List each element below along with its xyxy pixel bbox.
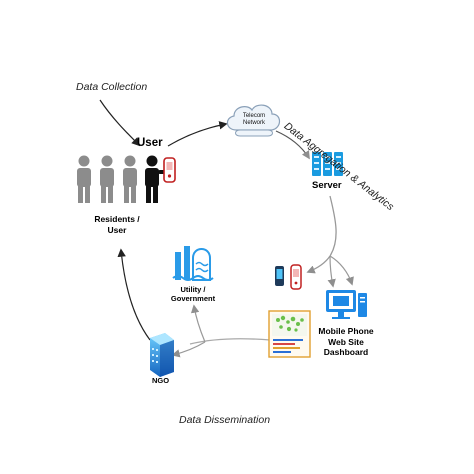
utility-water-icon — [172, 246, 214, 281]
telecom-label: Telecom Network — [234, 113, 274, 126]
utility-label: Utility / Government — [163, 285, 223, 304]
data-dissemination-label: Data Dissemination — [179, 414, 271, 426]
person-icon — [77, 155, 91, 203]
mobile-phones-icon — [275, 264, 302, 290]
ngo-building-icon — [150, 333, 174, 377]
utility-label-line2: Government — [170, 294, 216, 304]
residents-group — [77, 155, 176, 203]
active-user-icon — [145, 155, 166, 203]
telecom-cloud-icon — [226, 104, 281, 137]
ngo-to-residents-arrow — [117, 248, 151, 341]
dissemination-sweep — [189, 338, 271, 345]
utility-label-line1: Utility / — [180, 285, 206, 294]
outputs-label-line3: Dashboard — [323, 347, 369, 358]
telecom-to-server-arrow — [275, 130, 310, 160]
user-phone-icon — [163, 157, 176, 183]
computer-monitor-icon — [326, 290, 367, 319]
collection-arrow — [99, 99, 141, 147]
residents-label-line2: User — [107, 224, 127, 235]
server-to-dashboard-arrow — [329, 255, 354, 286]
residents-label: Residents / User — [92, 214, 142, 235]
residents-label-line1: Residents / — [94, 214, 140, 224]
ngo-label: NGO — [152, 376, 170, 385]
telecom-label-line2: Network — [242, 119, 265, 126]
to-utility-arrow — [190, 304, 206, 343]
data-collection-label: Data Collection — [76, 81, 148, 93]
to-ngo-arrow — [171, 341, 206, 358]
user-label: User — [137, 137, 163, 149]
dashboard-icon — [268, 310, 311, 358]
outputs-label-line2: Web Site — [328, 336, 364, 347]
server-down-arrow — [329, 195, 337, 257]
person-icon — [100, 155, 114, 203]
server-to-web-arrow — [327, 255, 336, 288]
user-to-telecom-arrow — [167, 121, 228, 147]
person-icon — [123, 155, 137, 203]
outputs-label-line1: Mobile Phone — [318, 326, 374, 336]
server-to-phone-arrow — [306, 255, 331, 274]
server-label: Server — [312, 180, 342, 191]
server-icon — [312, 152, 343, 176]
outputs-label: Mobile Phone Web Site Dashboard — [316, 326, 376, 358]
telecom-label-line1: Telecom — [242, 113, 266, 119]
